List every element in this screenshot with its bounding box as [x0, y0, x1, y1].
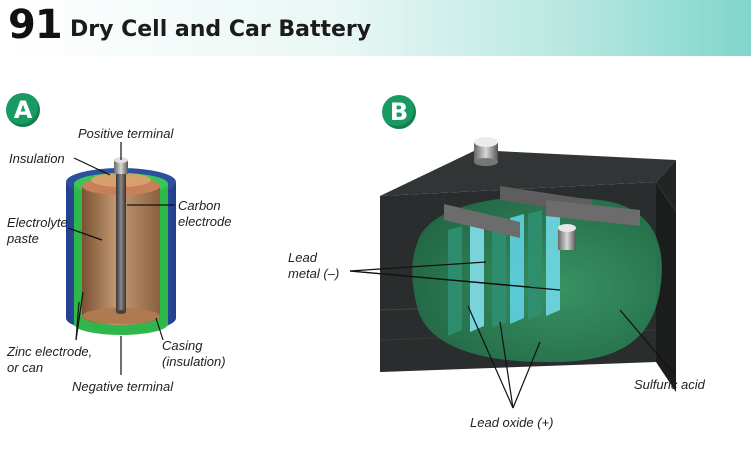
panel-a-leader-lines — [67, 142, 175, 375]
label-positive-terminal: Positive terminal — [78, 126, 174, 141]
label-electrolyte-line2: paste — [7, 231, 39, 246]
title-banner: 91 Dry Cell and Car Battery — [0, 0, 751, 56]
label-lead-oxide: Lead oxide (+) — [470, 415, 554, 430]
label-sulfuric-acid: Sulfuric acid — [634, 377, 705, 392]
panel-b-leader-lines — [349, 261, 676, 409]
page-title: Dry Cell and Car Battery — [70, 17, 372, 42]
panel-a-badge: A — [6, 93, 40, 127]
label-negative-terminal: Negative terminal — [72, 379, 174, 394]
label-casing-line1: Casing — [162, 338, 203, 353]
label-carbon-electrode-line2: electrode — [178, 214, 232, 229]
page-number: 91 — [8, 2, 63, 48]
label-carbon-electrode-line1: Carbon — [178, 198, 221, 213]
label-zinc-electrode-line1: Zinc electrode, — [7, 344, 93, 359]
label-casing-line2: (insulation) — [162, 354, 226, 369]
dry-cell — [66, 157, 176, 335]
label-zinc-electrode-line2: or can — [7, 360, 44, 375]
label-lead-metal-line2: metal (–) — [288, 266, 340, 281]
label-insulation: Insulation — [9, 151, 65, 166]
panel-b-badge: B — [382, 95, 416, 129]
label-lead-metal-line1: Lead — [288, 250, 317, 265]
label-electrolyte-line1: Electrolyte — [7, 215, 68, 230]
car-battery — [379, 137, 676, 392]
